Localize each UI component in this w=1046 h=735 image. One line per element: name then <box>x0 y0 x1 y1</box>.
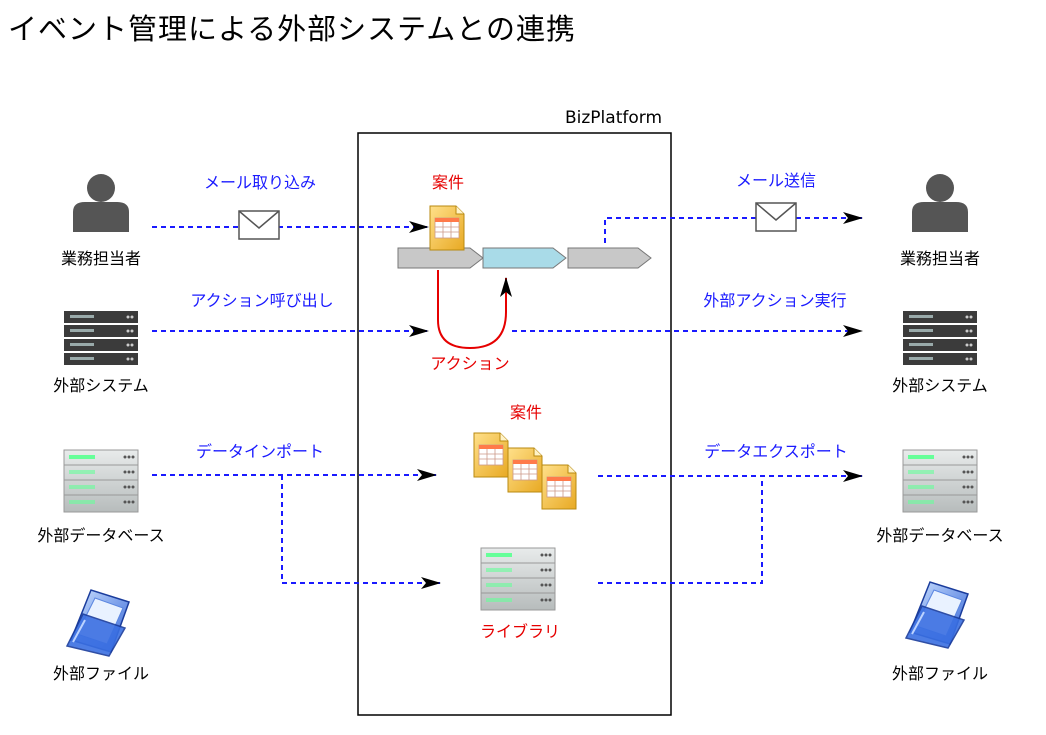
process-step-2 <box>482 247 567 269</box>
left-actor-label-database: 外部データベース <box>37 526 164 545</box>
right-actor-label-database: 外部データベース <box>876 526 1003 545</box>
flow-label-data-export: データエクスポート <box>704 442 848 461</box>
case-document-icon <box>429 205 465 251</box>
right-actor-label-system: 外部システム <box>892 376 988 395</box>
folder-icon <box>66 589 130 657</box>
flow-data-export-branch <box>598 476 763 584</box>
action-loop-arrow <box>437 270 512 350</box>
database-server-icon <box>902 449 978 513</box>
person-icon <box>912 174 968 232</box>
flow-data-import-branch <box>281 475 441 589</box>
process-step-1 <box>397 247 484 269</box>
left-actor-label-user: 業務担当者 <box>61 249 141 268</box>
database-server-icon <box>63 449 139 513</box>
case-document-icon <box>541 464 577 510</box>
left-actor-label-system: 外部システム <box>53 376 149 395</box>
bizplatform-boundary <box>357 132 672 716</box>
case-label-mid: 案件 <box>510 403 542 422</box>
page-title: イベント管理による外部システムとの連携 <box>8 12 576 46</box>
library-label: ライブラリ <box>480 622 560 641</box>
case-label-top: 案件 <box>432 173 464 192</box>
action-label: アクション <box>430 354 509 373</box>
flow-label-data-import: データインポート <box>196 442 324 461</box>
left-actor-label-file: 外部ファイル <box>53 664 149 683</box>
server-rack-icon <box>903 311 977 365</box>
envelope-icon <box>238 210 280 240</box>
flow-label-mail-send: メール送信 <box>736 171 816 190</box>
case-document-icon <box>507 447 543 493</box>
case-document-icon <box>473 432 509 478</box>
envelope-icon <box>755 202 797 232</box>
folder-icon <box>905 581 969 649</box>
flow-mail-send-line <box>604 212 863 243</box>
server-rack-icon <box>64 311 138 365</box>
flow-label-mail-import: メール取り込み <box>204 173 316 192</box>
person-icon <box>73 174 129 232</box>
bizplatform-label: BizPlatform <box>565 108 662 128</box>
flow-label-action-call: アクション呼び出し <box>190 291 333 310</box>
process-step-3 <box>567 247 652 269</box>
right-actor-label-file: 外部ファイル <box>892 664 988 683</box>
library-database-icon <box>480 547 556 611</box>
right-actor-label-user: 業務担当者 <box>900 249 980 268</box>
flow-label-external-action: 外部アクション実行 <box>703 291 846 310</box>
